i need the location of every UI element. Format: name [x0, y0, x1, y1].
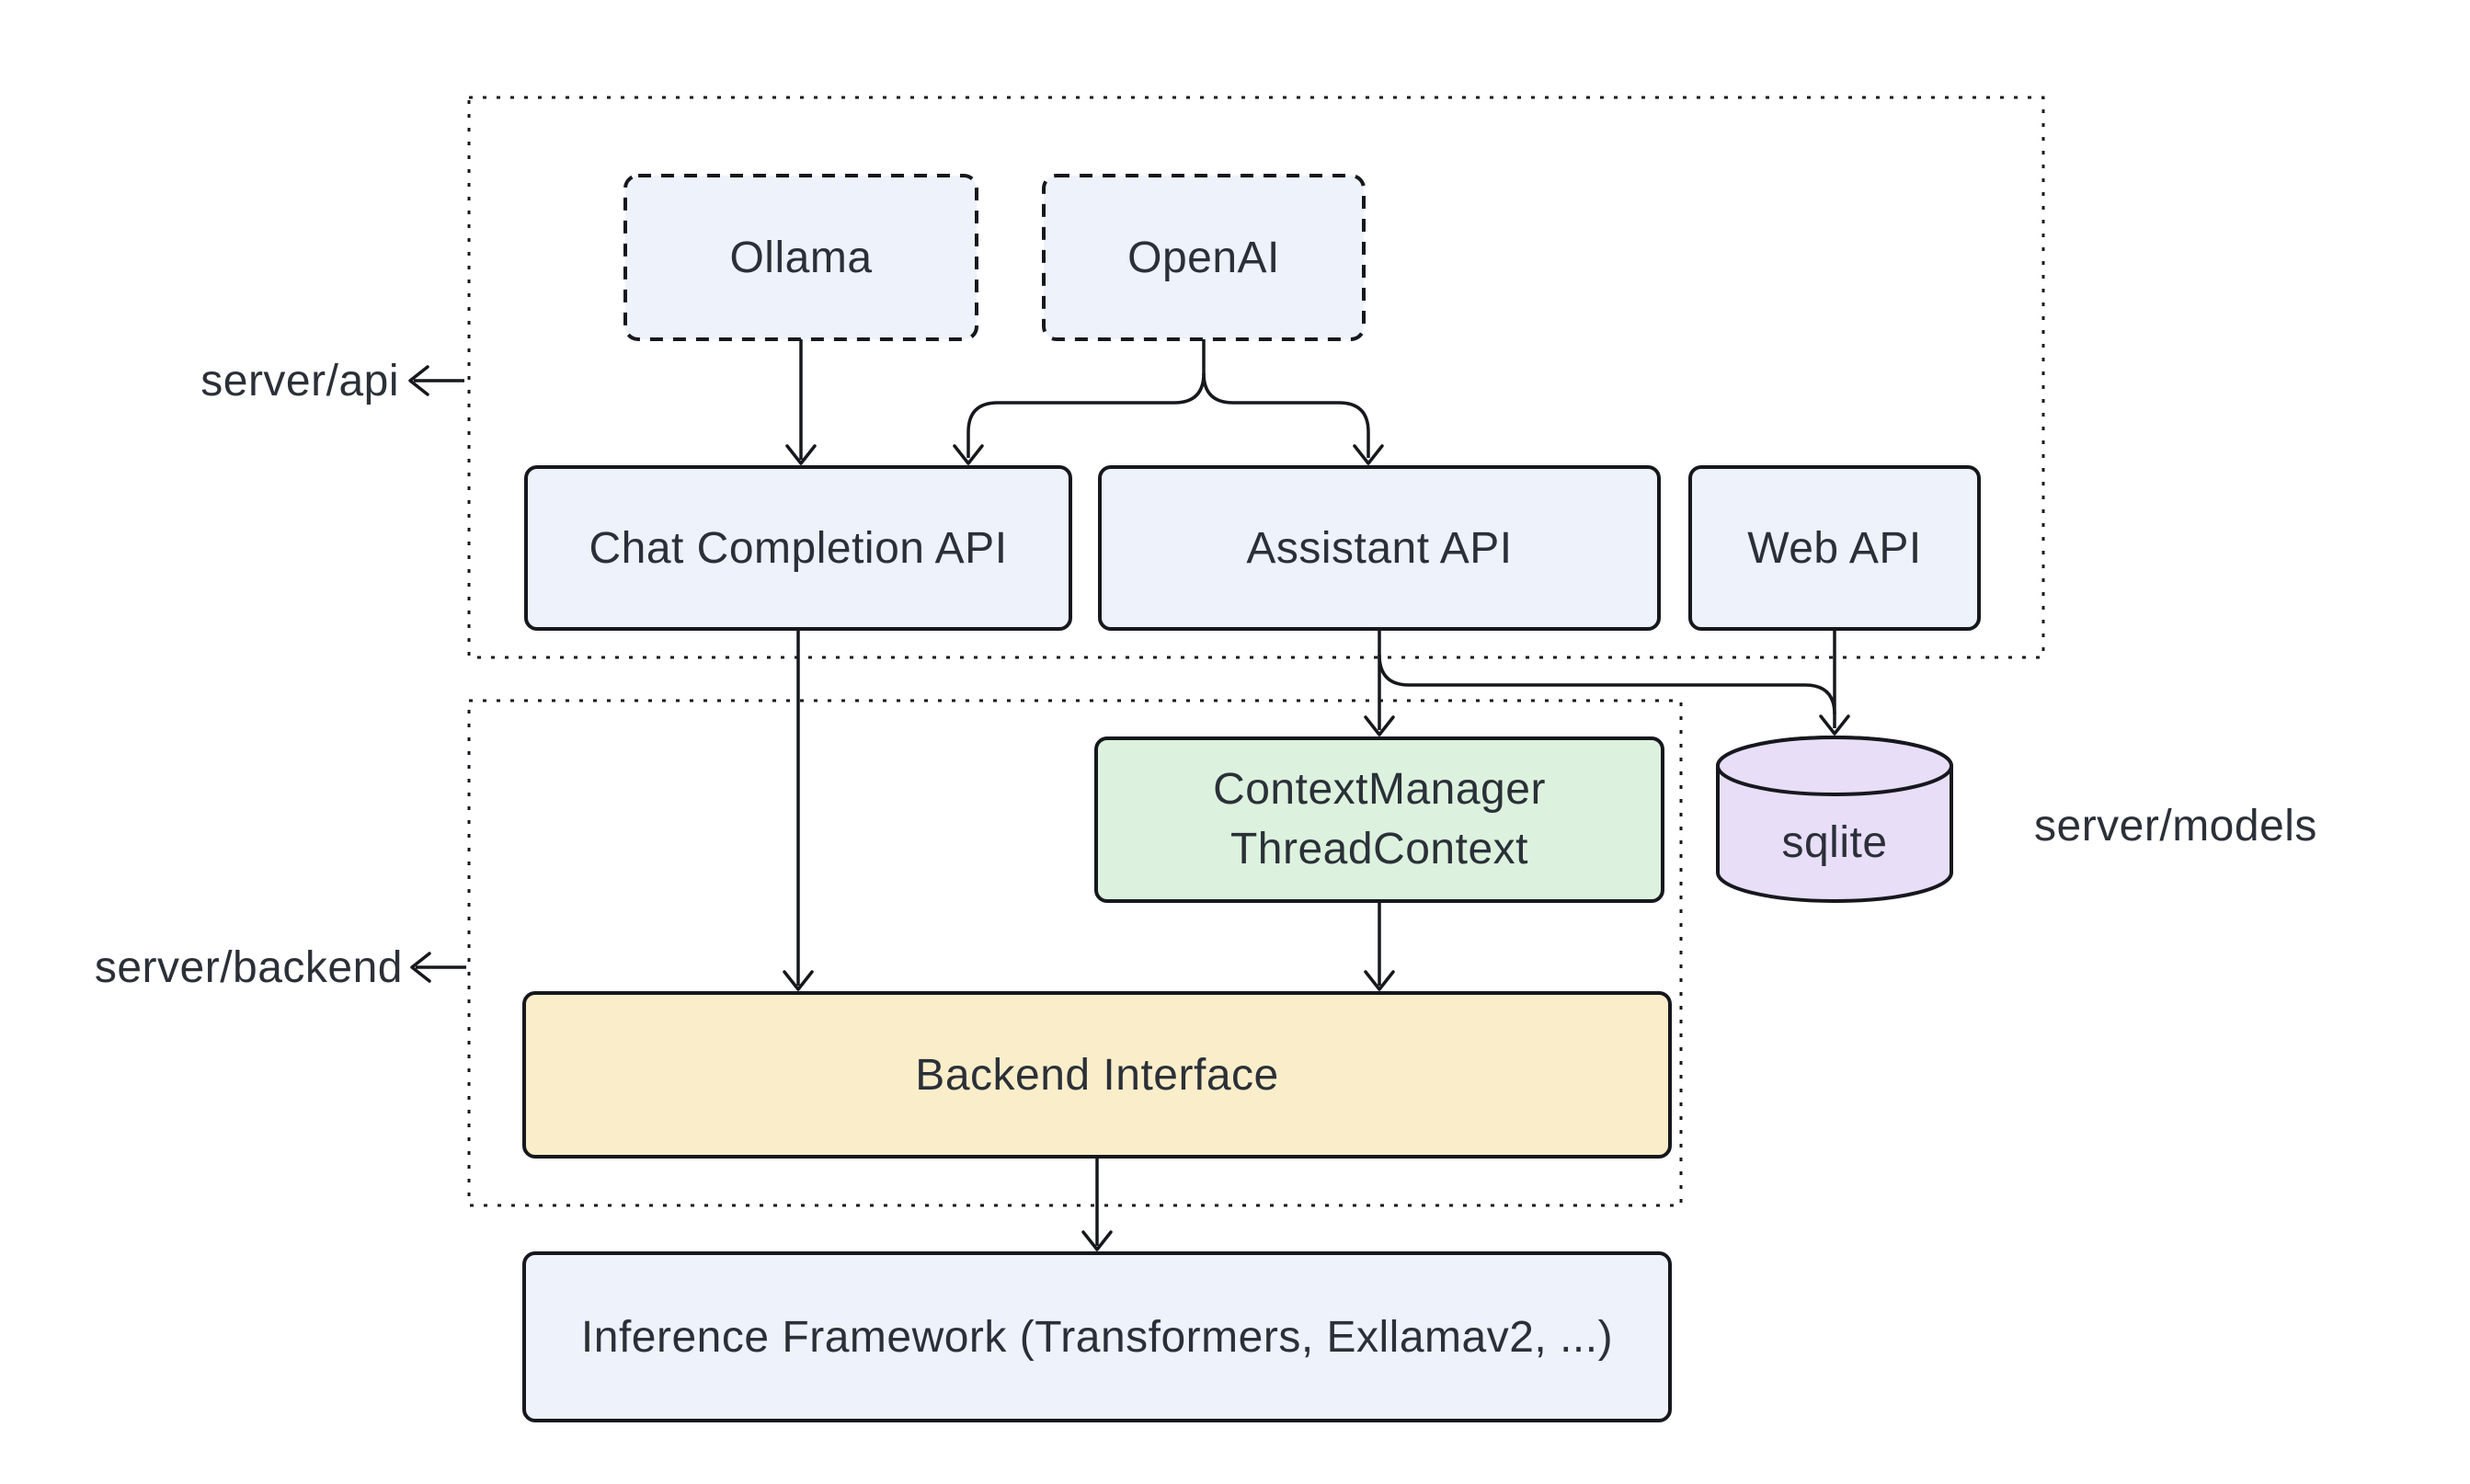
node-assistant-api-label: Assistant API	[1246, 523, 1513, 573]
edge-context-backend-interface	[1364, 901, 1395, 991]
edge-chat-backend-interface	[783, 629, 814, 991]
node-sqlite-label: sqlite	[1781, 817, 1888, 867]
node-openai-box	[1042, 174, 1366, 341]
node-backend-interface-label: Backend Interface	[915, 1050, 1279, 1100]
group-server-backend-label: server/backend	[94, 942, 403, 992]
node-openai-label: OpenAI	[1127, 233, 1280, 282]
database-cylinder-icon	[1716, 736, 1953, 903]
edge-web-sqlite	[1819, 629, 1850, 736]
edge-backend-inference	[1081, 1157, 1113, 1251]
node-ollama-box	[623, 174, 978, 341]
edge-assistant-context-manager	[1364, 629, 1395, 736]
edge-ollama-chat	[785, 339, 817, 465]
edge-openai-chat	[953, 339, 1206, 465]
group-server-models-label: server/models	[2034, 801, 2317, 850]
server-api-pointer-arrow	[408, 365, 464, 396]
node-context-manager-label: ContextManager ThreadContext	[1213, 764, 1546, 873]
group-server-api-label: server/api	[200, 356, 399, 405]
node-inference-framework-label: Inference Framework (Transformers, Exlla…	[580, 1312, 1614, 1362]
node-inference-framework-box	[522, 1251, 1672, 1422]
node-chat-completion-api-label: Chat Completion API	[589, 523, 1008, 573]
group-server-backend-border	[467, 699, 1683, 1207]
group-server-api-border	[467, 96, 2045, 659]
node-web-api-label: Web API	[1747, 523, 1922, 573]
edge-openai-assistant	[1202, 372, 1384, 465]
node-ollama-label: Ollama	[729, 233, 873, 282]
server-backend-pointer-arrow	[410, 952, 466, 983]
edge-assistant-sqlite	[1378, 654, 1836, 715]
